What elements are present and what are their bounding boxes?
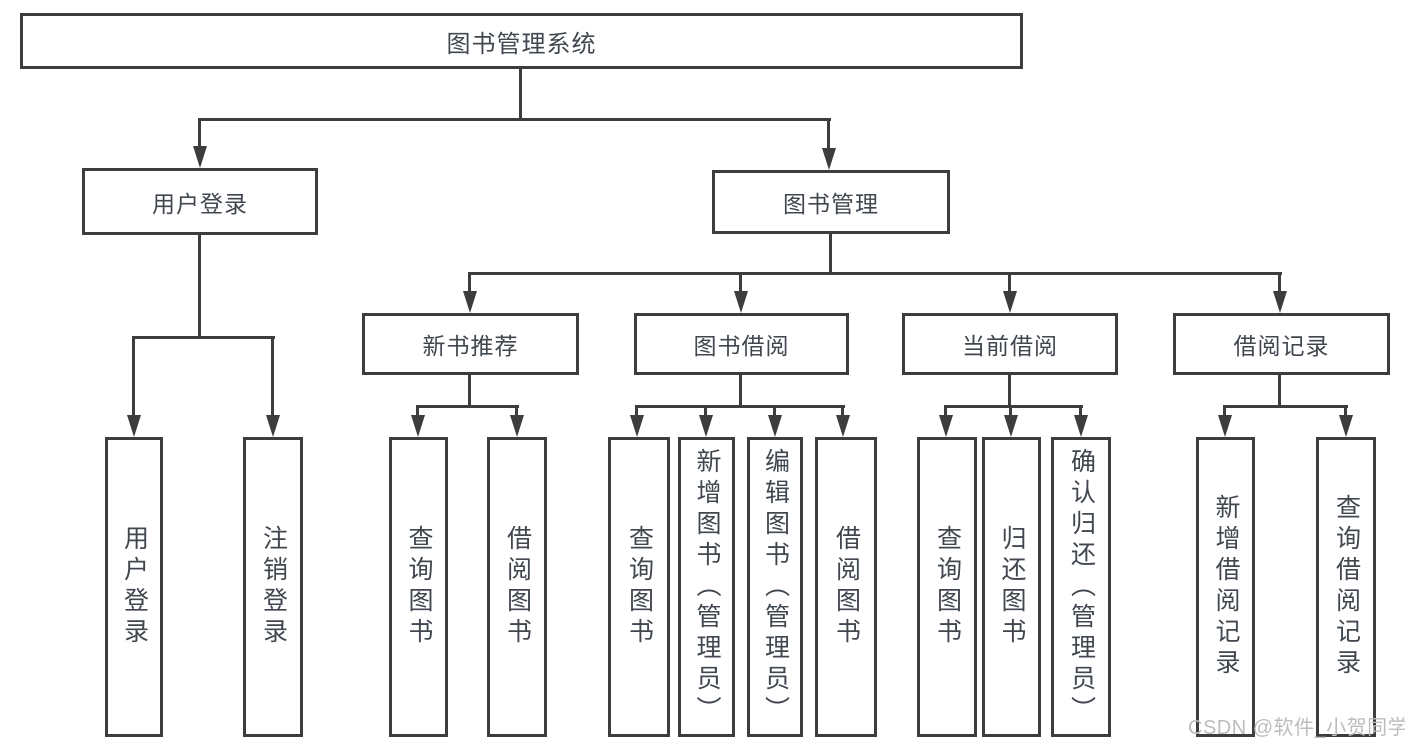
arrow-down-icon [1004,415,1018,437]
leaf-borrow-books-recommend: 借阅图书 [487,437,547,737]
node-label: 用户登录 [120,525,149,649]
node-label: 新书推荐 [422,333,519,359]
node-label: 借阅图书 [832,525,861,649]
arrow-down-icon [836,415,850,437]
leaf-query-books-current: 查询图书 [917,437,977,737]
arrow-down-icon [1218,415,1232,437]
node-label: 归还图书 [998,525,1026,649]
arrow-shaft [515,406,518,419]
arrow-shaft [416,406,419,419]
node-label: 当前借阅 [962,333,1058,359]
node-label: 查询图书 [625,525,654,649]
arrow-down-icon [1339,415,1353,437]
leaf-add-borrow-record: 新增借阅记录 [1196,437,1255,737]
connector-hline [635,405,845,408]
arrow-shaft [198,119,201,150]
node-label: 查询借阅记录 [1332,494,1361,680]
arrow-down-icon [266,415,280,437]
node-label: 查询图书 [405,525,433,649]
node-new-book-recommend: 新书推荐 [362,313,579,375]
arrow-down-icon [939,415,953,437]
arrow-shaft [1079,406,1082,419]
arrow-down-icon [1273,291,1287,313]
connector-hline [198,118,831,121]
node-label: 新增借阅记录 [1212,494,1240,680]
connector-vline [468,375,471,408]
connector-vline [519,69,522,120]
arrow-down-icon [127,415,141,437]
arrow-down-icon [1003,291,1017,313]
connector-hline [132,336,275,339]
connector-vline [1008,375,1011,408]
arrow-shaft [739,273,742,295]
connector-vline [739,375,742,408]
node-label: 注销登录 [259,525,288,649]
arrow-shaft [1344,406,1347,419]
leaf-query-books-borrow: 查询图书 [608,437,670,737]
node-label: 图书管理 [783,191,879,217]
node-label: 确认归还（管理员） [1067,447,1096,727]
node-label: 图书管理系统 [446,30,597,58]
arrow-shaft [841,406,844,419]
arrow-shaft [635,406,638,419]
node-label: 新增图书（管理员） [693,447,721,727]
leaf-logout: 注销登录 [243,437,303,737]
arrow-down-icon [630,415,644,437]
node-book-borrowing: 图书借阅 [634,313,849,375]
node-label: 用户登录 [152,190,248,217]
arrow-shaft [773,406,776,419]
node-user-login-branch: 用户登录 [82,168,318,235]
node-label: 编辑图书（管理员） [761,447,790,727]
arrow-down-icon [463,291,477,313]
node-label: 借阅图书 [503,525,532,649]
arrow-shaft [468,273,471,295]
node-library-management-system: 图书管理系统 [20,13,1023,69]
connector-vline [198,235,201,339]
node-book-management: 图书管理 [712,170,950,234]
leaf-add-books-admin: 新增图书（管理员） [678,437,735,737]
leaf-edit-books-admin: 编辑图书（管理员） [747,437,803,737]
arrow-shaft [704,406,707,419]
arrow-shaft [827,119,830,152]
connector-hline [944,405,1083,408]
arrow-shaft [1008,273,1011,295]
arrow-down-icon [1074,415,1088,437]
arrow-shaft [1009,406,1012,419]
arrow-shaft [271,337,274,419]
arrow-down-icon [193,146,207,168]
leaf-return-books: 归还图书 [982,437,1041,737]
node-borrowing-records: 借阅记录 [1173,313,1390,375]
node-label: 借阅记录 [1233,333,1330,359]
arrow-down-icon [510,415,524,437]
leaf-borrow-books: 借阅图书 [815,437,877,737]
arrow-shaft [1278,273,1281,295]
connector-vline [1278,375,1281,408]
arrow-down-icon [768,415,782,437]
leaf-user-login: 用户登录 [105,437,163,737]
arrow-shaft [132,337,135,419]
arrow-down-icon [822,148,836,170]
arrow-down-icon [734,291,748,313]
leaf-query-borrow-record: 查询借阅记录 [1316,437,1376,737]
arrow-down-icon [699,415,713,437]
node-label: 图书借阅 [693,333,790,359]
connector-vline [829,234,832,275]
arrow-down-icon [411,415,425,437]
csdn-watermark: CSDN @软件_小贺同学 [1188,717,1405,739]
arrow-shaft [944,406,947,419]
arrow-shaft [1223,406,1226,419]
leaf-query-books-recommend: 查询图书 [389,437,448,737]
connector-hline [416,405,519,408]
leaf-confirm-return-admin: 确认归还（管理员） [1051,437,1111,737]
node-current-borrowing: 当前借阅 [902,313,1118,375]
node-label: 查询图书 [933,525,962,649]
connector-hline [1223,405,1348,408]
connector-hline [468,272,1282,275]
